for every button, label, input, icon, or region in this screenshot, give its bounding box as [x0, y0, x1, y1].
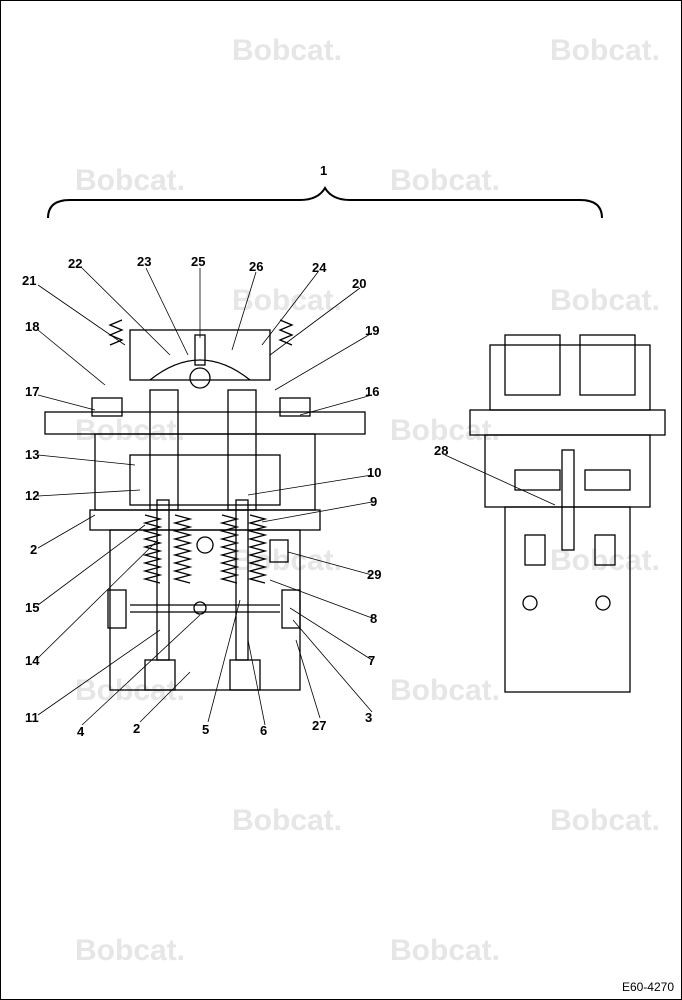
svg-text:Bobcat.: Bobcat.	[232, 34, 342, 67]
callout-27: 27	[312, 718, 326, 733]
watermark-layer: Bobcat. Bobcat. Bobcat. Bobcat. Bobcat. …	[75, 34, 660, 967]
watermark: Bobcat.	[550, 544, 660, 577]
callout-labels: 1 22 23 25 26 24 20 21 18 19 17 16 13 28…	[22, 163, 448, 739]
callout-4: 4	[77, 724, 85, 739]
svg-text:Bobcat.: Bobcat.	[550, 544, 660, 577]
drawing-reference: E60-4270	[621, 980, 674, 994]
watermark: Bobcat.	[232, 804, 342, 837]
watermark: Bobcat.	[550, 284, 660, 317]
callout-26: 26	[249, 259, 263, 274]
watermark: Bobcat.	[75, 934, 185, 967]
watermark: Bobcat.	[550, 34, 660, 67]
callout-24: 24	[312, 260, 327, 275]
leader-lines	[37, 267, 556, 726]
section-view	[44, 319, 366, 691]
assembly-brace	[47, 186, 603, 219]
watermark: Bobcat.	[75, 414, 185, 447]
callout-2-left: 2	[30, 542, 37, 557]
watermark: Bobcat.	[75, 164, 185, 197]
callout-6: 6	[260, 723, 267, 738]
callout-7: 7	[368, 653, 375, 668]
callout-19: 19	[365, 323, 379, 338]
callout-18: 18	[25, 319, 39, 334]
callout-28: 28	[434, 443, 448, 458]
svg-text:Bobcat.: Bobcat.	[232, 804, 342, 837]
watermark: Bobcat.	[232, 34, 342, 67]
callout-12: 12	[25, 488, 39, 503]
svg-text:Bobcat.: Bobcat.	[390, 674, 500, 707]
watermark: Bobcat.	[390, 164, 500, 197]
callout-10: 10	[367, 465, 381, 480]
callout-11: 11	[25, 710, 39, 725]
callout-2-bottom: 2	[133, 721, 140, 736]
callout-5: 5	[202, 722, 209, 737]
callout-8: 8	[370, 611, 377, 626]
callout-9: 9	[370, 494, 377, 509]
callout-14: 14	[25, 653, 40, 668]
svg-text:Bobcat.: Bobcat.	[75, 934, 185, 967]
svg-text:Bobcat.: Bobcat.	[550, 34, 660, 67]
svg-text:Bobcat.: Bobcat.	[390, 934, 500, 967]
callout-1: 1	[320, 163, 327, 178]
watermark: Bobcat.	[390, 414, 500, 447]
callout-15: 15	[25, 600, 39, 615]
svg-text:Bobcat.: Bobcat.	[550, 284, 660, 317]
callout-13: 13	[25, 447, 39, 462]
svg-text:Bobcat.: Bobcat.	[390, 164, 500, 197]
callout-29: 29	[367, 567, 381, 582]
svg-text:Bobcat.: Bobcat.	[390, 414, 500, 447]
callout-22: 22	[68, 256, 82, 271]
watermark: Bobcat.	[390, 934, 500, 967]
callout-3: 3	[365, 710, 372, 725]
callout-21: 21	[22, 273, 36, 288]
side-view	[469, 334, 666, 693]
callout-17: 17	[25, 384, 39, 399]
callout-20: 20	[352, 276, 366, 291]
watermark: Bobcat.	[550, 804, 660, 837]
callout-23: 23	[137, 254, 151, 269]
svg-text:Bobcat.: Bobcat.	[75, 414, 185, 447]
callout-25: 25	[191, 254, 205, 269]
watermark: Bobcat.	[390, 674, 500, 707]
callout-16: 16	[365, 384, 379, 399]
svg-text:Bobcat.: Bobcat.	[550, 804, 660, 837]
svg-text:Bobcat.: Bobcat.	[75, 164, 185, 197]
